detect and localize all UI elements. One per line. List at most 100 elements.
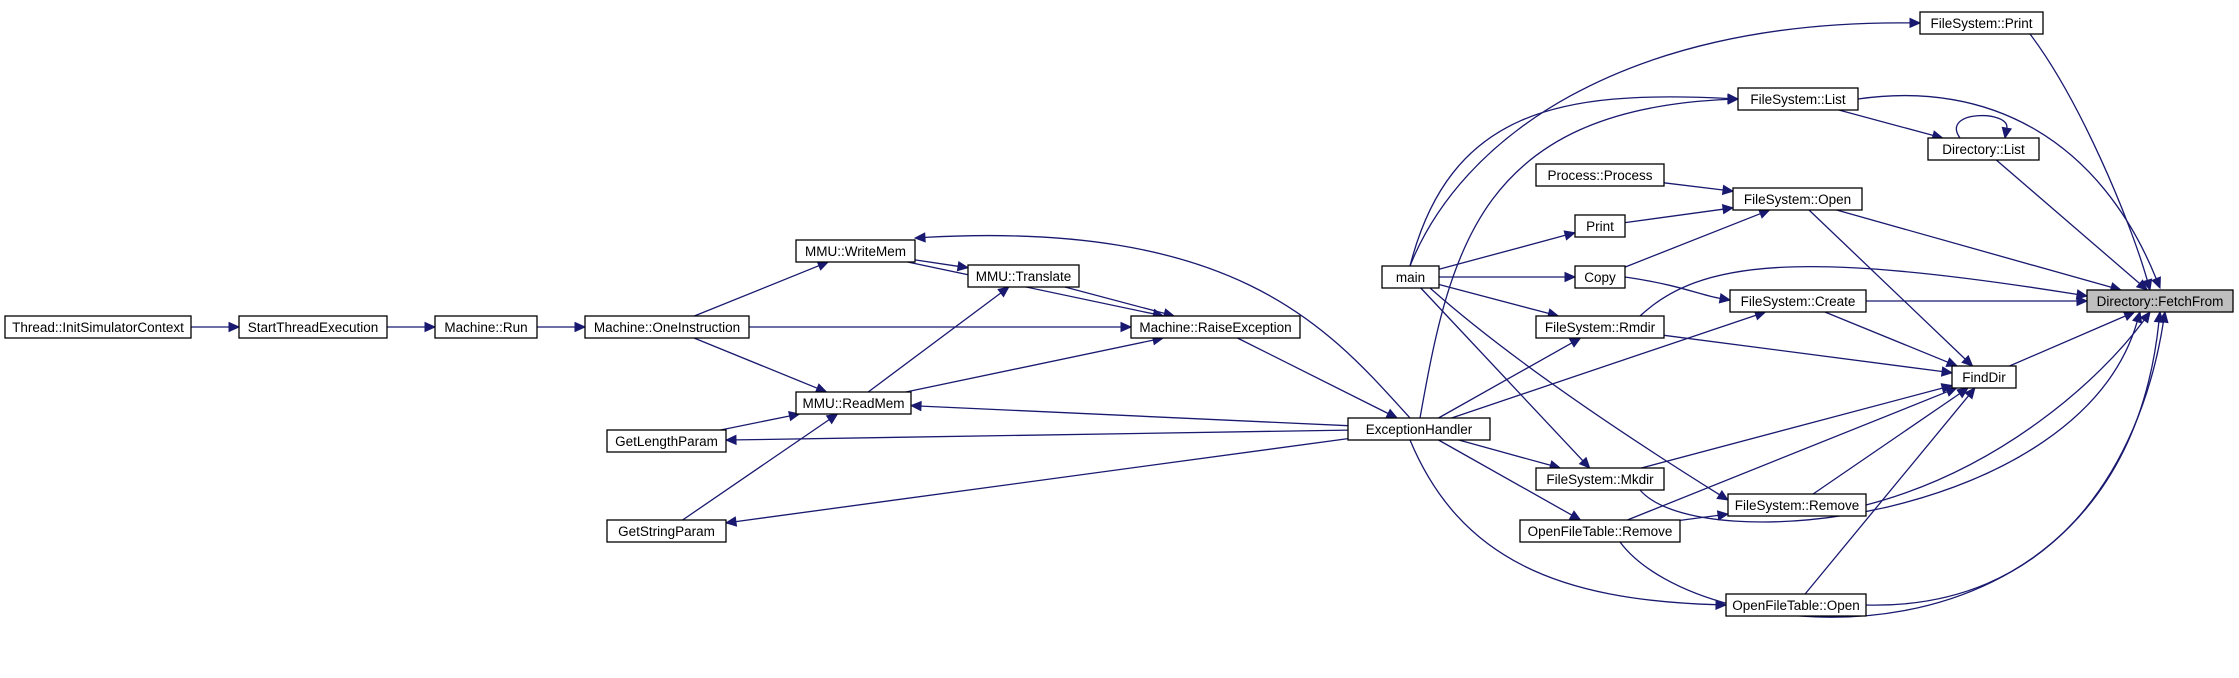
arrowhead-icon — [1721, 204, 1735, 215]
edge-dirlist-to-fetchfrom — [1995, 159, 2149, 291]
arrowhead-icon — [1727, 93, 1740, 104]
node-box — [1519, 519, 1681, 543]
node-label: Machine::RaiseException — [1139, 320, 1291, 335]
node-oftopen[interactable]: OpenFileTable::Open — [1725, 593, 1867, 617]
edge-main-to-fslist — [1409, 93, 1740, 267]
edge-line — [914, 259, 959, 267]
arrowhead-icon — [956, 260, 970, 272]
node-box — [967, 264, 1080, 288]
arrowhead-icon — [424, 321, 437, 333]
node-finddir[interactable]: FindDir — [1951, 365, 2017, 389]
node-fsopen[interactable]: FileSystem::Open — [1732, 187, 1863, 211]
node-exchandler[interactable]: ExceptionHandler — [1347, 417, 1491, 441]
node-box — [584, 315, 750, 339]
node-main[interactable]: main — [1381, 265, 1440, 289]
node-rmdir[interactable]: FileSystem::Rmdir — [1535, 315, 1665, 339]
node-box — [1927, 137, 2040, 161]
node-fsremove[interactable]: FileSystem::Remove — [1727, 493, 1867, 517]
node-copy[interactable]: Copy — [1574, 265, 1626, 289]
node-box — [1919, 11, 2044, 35]
node-label: MMU::WriteMem — [805, 244, 906, 259]
node-fscreate[interactable]: FileSystem::Create — [1729, 289, 1867, 313]
node-label: OpenFileTable::Open — [1732, 598, 1860, 613]
edge-line — [1838, 109, 1934, 137]
edge-line — [1409, 22, 1911, 267]
edge-line — [1812, 393, 1961, 495]
edge-rmdir-to-finddir — [1663, 334, 1954, 377]
edge-line — [735, 429, 1349, 441]
node-box — [434, 315, 538, 339]
edge-oftopen-to-finddir — [1804, 387, 1976, 595]
edge-main-to-print — [1438, 230, 1577, 270]
node-fetchfrom[interactable]: Directory::FetchFrom — [2086, 289, 2234, 313]
edge-line — [1419, 98, 1729, 419]
edge-finddir-to-fetchfrom — [2009, 311, 2136, 367]
edge-run-to-oneinst — [537, 321, 587, 333]
edge-line — [2009, 315, 2126, 367]
node-label: Process::Process — [1547, 168, 1652, 183]
edge-line — [907, 261, 1154, 315]
edge-line — [1619, 321, 2160, 618]
edge-line — [1956, 114, 2008, 139]
node-translate[interactable]: MMU::Translate — [967, 264, 1080, 288]
edge-line — [920, 405, 1349, 427]
arrowhead-icon — [1961, 354, 1974, 367]
edge-line — [1438, 439, 1573, 516]
node-label: main — [1396, 270, 1425, 285]
node-box — [1381, 265, 1440, 289]
node-raiseexc[interactable]: Machine::RaiseException — [1130, 315, 1301, 339]
edge-line — [1429, 287, 1720, 496]
edge-line — [1458, 439, 1551, 466]
node-oneinst[interactable]: Machine::OneInstruction — [584, 315, 750, 339]
node-dirlist[interactable]: Directory::List — [1927, 137, 2040, 161]
node-mkdir[interactable]: FileSystem::Mkdir — [1535, 467, 1665, 491]
node-procproc[interactable]: Process::Process — [1535, 163, 1665, 187]
node-run[interactable]: Machine::Run — [434, 315, 538, 339]
edge-startthread-to-run — [387, 321, 437, 333]
edge-line — [1663, 334, 1943, 373]
edge-line — [693, 337, 818, 389]
node-startthread[interactable]: StartThreadExecution — [238, 315, 388, 339]
edge-line — [735, 437, 1349, 523]
node-label: FileSystem::Print — [1930, 16, 2032, 31]
node-label: GetStringParam — [618, 524, 715, 539]
node-box — [606, 519, 727, 543]
node-box — [1574, 214, 1626, 238]
node-fslist[interactable]: FileSystem::List — [1737, 87, 1859, 111]
node-oftremove[interactable]: OpenFileTable::Remove — [1519, 519, 1681, 543]
node-label: GetLengthParam — [615, 434, 718, 449]
edge-fslist-to-fetchfrom — [1857, 95, 2161, 290]
node-label: Print — [1586, 219, 1614, 234]
arrowhead-icon — [2151, 276, 2161, 290]
edge-exchandler-to-getstr — [724, 437, 1349, 527]
arrowhead-icon — [816, 261, 830, 271]
node-readmem[interactable]: MMU::ReadMem — [795, 391, 912, 415]
node-fsprint[interactable]: FileSystem::Print — [1919, 11, 2044, 35]
edge-line — [1451, 314, 1757, 419]
node-getlen[interactable]: GetLengthParam — [606, 429, 727, 453]
edge-exchandler-to-oftopen — [1409, 439, 1728, 610]
node-box — [1535, 315, 1665, 339]
node-label: MMU::ReadMem — [802, 396, 904, 411]
arrowhead-icon — [909, 400, 922, 412]
edge-fsremove-to-finddir — [1812, 387, 1969, 495]
edge-oneinst-to-raiseexc — [749, 321, 1133, 333]
edge-line — [1836, 209, 2112, 288]
node-box — [1130, 315, 1301, 339]
arrowhead-icon — [2001, 126, 2013, 140]
edge-fslist-to-dirlist — [1838, 109, 1944, 141]
edge-copy-to-fsopen — [1624, 208, 1771, 268]
node-print[interactable]: Print — [1574, 214, 1626, 238]
edge-oftremove-to-fsremove — [1679, 510, 1730, 522]
edge-exchandler-to-readmem — [909, 400, 1349, 427]
node-writemem[interactable]: MMU::WriteMem — [795, 239, 916, 263]
node-getstr[interactable]: GetStringParam — [606, 519, 727, 543]
edge-exchandler-to-rmdir — [1438, 337, 1582, 419]
edge-line — [682, 419, 830, 521]
edge-oftremove-to-fetchfrom — [1619, 310, 2165, 618]
edge-main-to-fsprint — [1409, 17, 1922, 267]
edge-line — [1438, 234, 1566, 270]
node-initsim[interactable]: Thread::InitSimulatorContext — [4, 315, 192, 339]
arrowhead-icon — [1945, 357, 1959, 367]
